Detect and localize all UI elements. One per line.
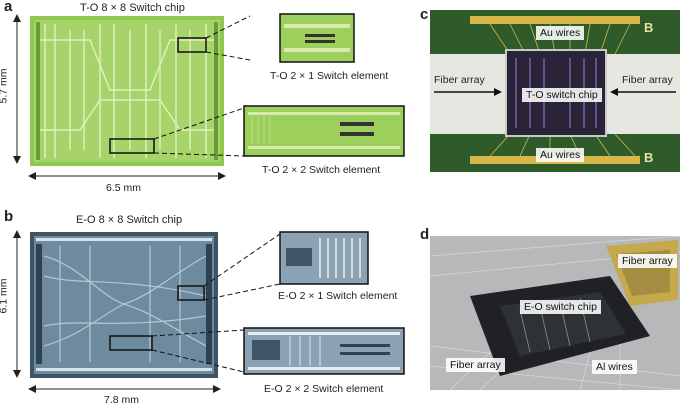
panel-b-letter: b	[4, 208, 14, 225]
to-chip-height-label: 5.7 mm	[0, 68, 10, 104]
c-bottom-wires-label: Au wires	[536, 148, 585, 162]
eo-chip-title: E-O 8 × 8 Switch chip	[76, 214, 183, 226]
eo-chip-height-label: 6.1 mm	[0, 278, 10, 314]
d-chip-label: E-O switch chip	[520, 300, 601, 314]
panel-a-letter: a	[4, 0, 13, 15]
panel-d-letter: d	[420, 226, 430, 243]
c-top-wires-label: Au wires	[536, 26, 585, 40]
to-chip-figure	[13, 13, 405, 180]
to-chip-width-label: 6.5 mm	[106, 182, 142, 194]
d-fiber-bottom-left-label: Fiber array	[446, 358, 505, 372]
c-chip-label: T-O switch chip	[522, 88, 602, 102]
to-2x2-caption: T-O 2 × 2 Switch element	[262, 164, 381, 176]
c-right-fiber-label: Fiber array	[622, 74, 673, 86]
c-board-mark-top: B	[644, 20, 654, 35]
eo-2x2-caption: E-O 2 × 2 Switch element	[264, 383, 384, 395]
panel-c-letter: c	[420, 6, 429, 23]
c-board-mark-bottom: B	[644, 150, 654, 165]
c-left-fiber-label: Fiber array	[434, 74, 485, 86]
eo-chip-width-label: 7.8 mm	[104, 394, 140, 406]
to-2x1-caption: T-O 2 × 1 Switch element	[270, 70, 389, 82]
eo-chip-figure	[13, 230, 405, 393]
d-wires-label: Al wires	[592, 360, 637, 374]
d-fiber-top-right-label: Fiber array	[618, 254, 677, 268]
to-chip-title: T-O 8 × 8 Switch chip	[80, 2, 185, 14]
eo-2x1-caption: E-O 2 × 1 Switch element	[278, 290, 398, 302]
